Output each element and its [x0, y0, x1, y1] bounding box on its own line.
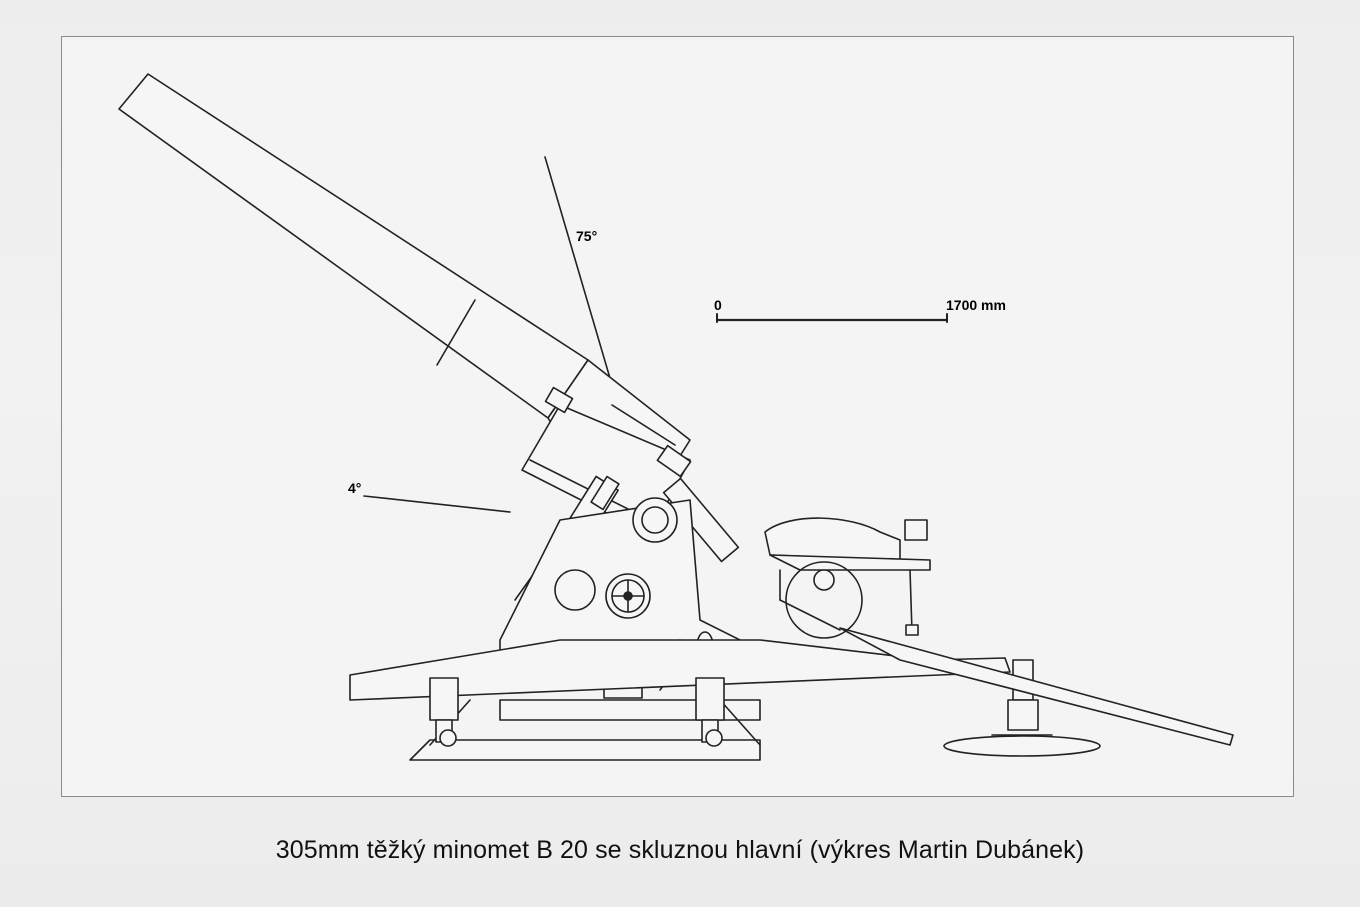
- scale-end-label: 1700 mm: [946, 297, 1006, 313]
- elevation-min-label: 4°: [348, 480, 361, 496]
- elevation-75-line: [544, 156, 613, 386]
- trail: [839, 627, 1234, 746]
- barrel: [118, 73, 589, 419]
- elevation-max-label: 75°: [576, 228, 597, 244]
- loading-tray: [764, 517, 931, 639]
- scale-bar: 0 1700 mm: [714, 297, 1006, 323]
- scale-start-label: 0: [714, 297, 722, 313]
- figure-caption: 305mm těžký minomet B 20 se skluznou hla…: [275, 836, 1085, 864]
- elevation-4-line: [363, 495, 511, 513]
- support-jacks: [429, 659, 1101, 757]
- elevation-handwheel: [605, 573, 651, 619]
- base-platform: [349, 639, 1011, 761]
